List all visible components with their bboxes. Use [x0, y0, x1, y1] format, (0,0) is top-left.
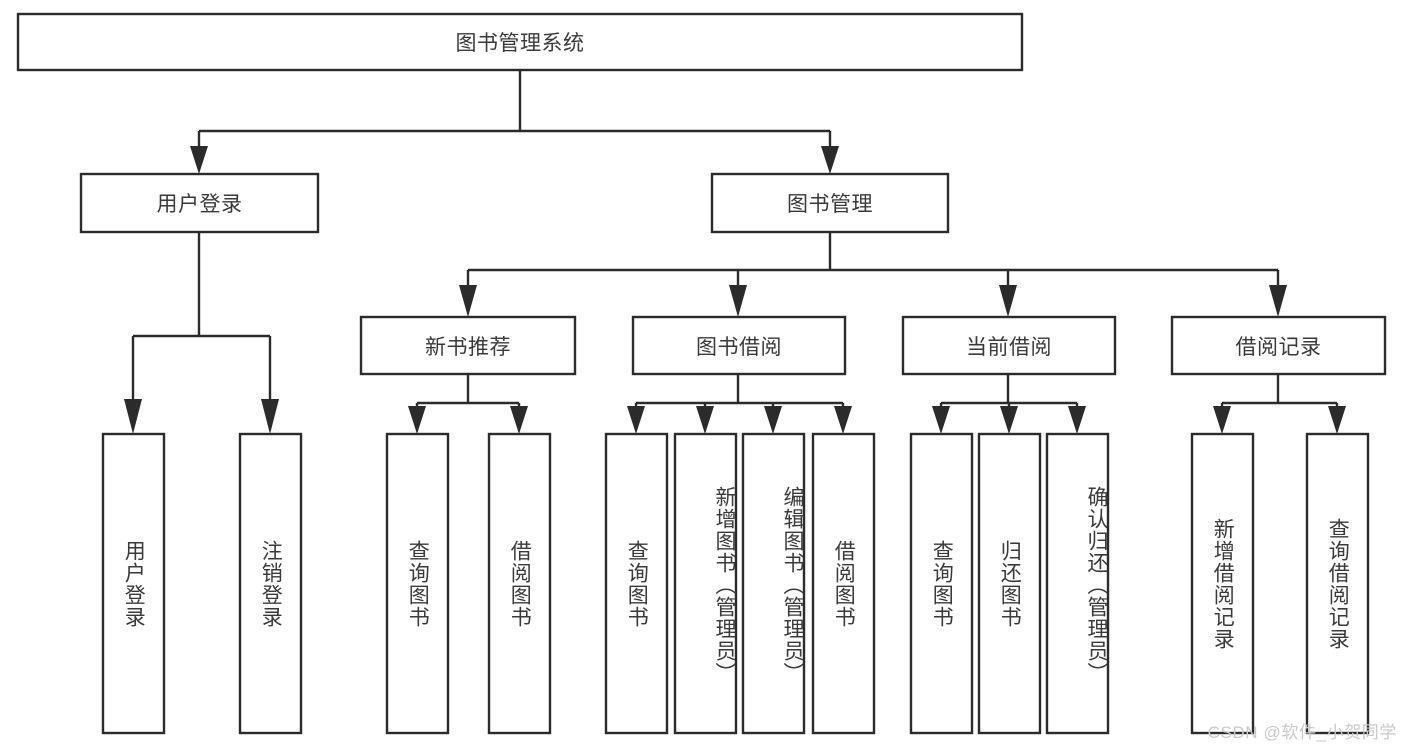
- arrow-head-login: [190, 146, 208, 174]
- node-box-leaf-query-record[interactable]: [1305, 432, 1370, 735]
- node-box-leaf-user-login[interactable]: [101, 432, 166, 735]
- node-box-leaf-user-logout[interactable]: [238, 432, 303, 735]
- arrow-head-records: [1269, 285, 1287, 317]
- arrow-head-borrow: [729, 285, 747, 317]
- node-box-leaf-query-book-2[interactable]: [604, 432, 669, 735]
- arrow-head-newbook: [459, 285, 477, 317]
- connector-group-current: [932, 374, 1086, 434]
- arrow-head-leaf-query-book-3: [932, 406, 950, 434]
- arrow-head-bookmgmt: [821, 146, 839, 174]
- node-box-borrow[interactable]: [631, 315, 847, 376]
- arrow-head-leaf-query-book-2: [627, 406, 645, 434]
- node-box-root[interactable]: [16, 12, 1024, 72]
- node-box-newbook[interactable]: [359, 315, 577, 376]
- node-box-leaf-add-book[interactable]: [673, 432, 738, 735]
- node-box-login[interactable]: [79, 172, 320, 234]
- node-box-leaf-add-record[interactable]: [1190, 432, 1255, 735]
- csdn-watermark: CSDN @软件_小贺同学: [1207, 723, 1397, 742]
- node-box-leaf-confirm-return[interactable]: [1045, 432, 1110, 735]
- arrow-head-leaf-add-record: [1213, 406, 1231, 434]
- node-box-leaf-return-book[interactable]: [977, 432, 1042, 735]
- node-box-leaf-borrow-book-1[interactable]: [487, 432, 552, 735]
- arrow-head-leaf-add-book: [696, 406, 714, 434]
- node-box-current[interactable]: [901, 315, 1117, 376]
- node-box-leaf-query-book-3[interactable]: [909, 432, 974, 735]
- connector-group-root: [190, 70, 839, 174]
- connector-group-newbook: [408, 374, 528, 434]
- arrow-head-leaf-return-book: [1000, 406, 1018, 434]
- arrow-head-leaf-query-book-1: [408, 406, 426, 434]
- arrow-head-leaf-edit-book: [764, 406, 782, 434]
- arrow-head-leaf-borrow-book-1: [510, 406, 528, 434]
- arrow-head-leaf-query-record: [1328, 406, 1346, 434]
- node-box-records[interactable]: [1170, 315, 1387, 376]
- arrow-head-current: [999, 285, 1017, 317]
- node-box-leaf-query-book-1[interactable]: [385, 432, 450, 735]
- arrow-head-leaf-user-logout: [261, 399, 279, 434]
- node-box-bookmgmt[interactable]: [710, 172, 950, 234]
- connector-group-records: [1213, 374, 1346, 434]
- arrow-head-leaf-borrow-book-2: [834, 406, 852, 434]
- node-box-leaf-edit-book[interactable]: [741, 432, 806, 735]
- node-box-leaf-borrow-book-2[interactable]: [811, 432, 876, 735]
- connector-group-borrow: [627, 374, 852, 434]
- connector-group-login: [124, 232, 279, 434]
- connector-group-bookmgmt: [459, 232, 1287, 317]
- arrow-head-leaf-confirm-return: [1068, 406, 1086, 434]
- arrow-head-leaf-user-login: [124, 399, 142, 434]
